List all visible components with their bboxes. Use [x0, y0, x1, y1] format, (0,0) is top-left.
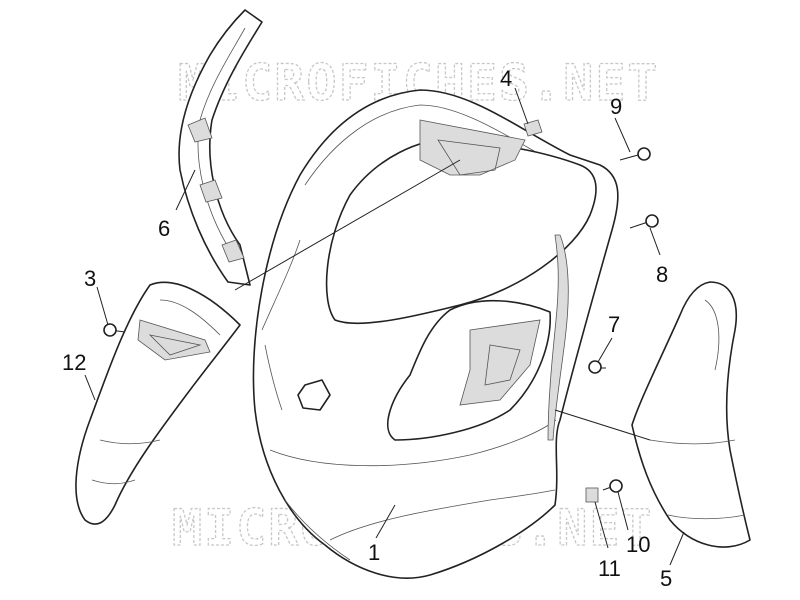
callout-6: 6 [158, 216, 170, 241]
part-3-screw[interactable] [103, 323, 126, 337]
leader-lines [84, 87, 685, 566]
part-7-screw[interactable] [588, 360, 606, 374]
callout-5: 5 [660, 566, 672, 591]
callout-10: 10 [626, 532, 650, 557]
callout-7: 7 [608, 312, 620, 337]
part-8-screw[interactable] [629, 214, 659, 229]
callout-4: 4 [500, 66, 512, 91]
part-12-left-leg-cover[interactable] [75, 281, 241, 525]
callout-12: 12 [62, 350, 86, 375]
part-6-upper-left-trim[interactable] [178, 9, 263, 286]
part-10-screw[interactable] [602, 479, 623, 493]
part-11-clip[interactable] [585, 487, 599, 503]
callout-1: 1 [368, 540, 380, 565]
callout-3: 3 [84, 266, 96, 291]
part-9-screw[interactable] [619, 147, 651, 161]
part-1-front-shield[interactable] [252, 89, 619, 579]
part-5-right-leg-cover[interactable] [631, 281, 751, 548]
part-4-clip[interactable] [523, 119, 543, 137]
callout-11: 11 [598, 556, 621, 581]
callout-8: 8 [656, 262, 668, 287]
callout-9: 9 [610, 94, 622, 119]
